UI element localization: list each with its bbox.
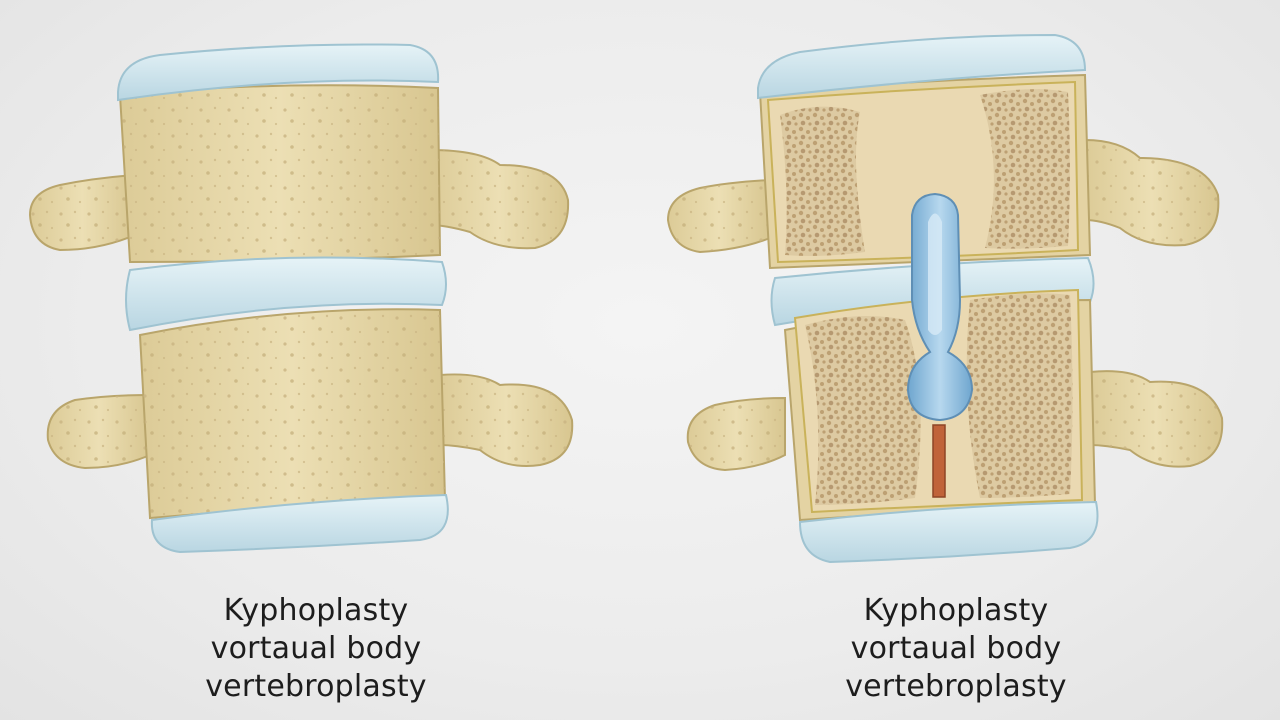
lower-right-process-right [1089, 370, 1224, 468]
left-caption-line-1: Kyphoplasty [223, 593, 409, 628]
right-vertebrae [666, 33, 1224, 564]
right-caption-line-3: vertebroplasty [845, 669, 1067, 704]
right-caption-line-1: Kyphoplasty [863, 593, 1049, 628]
lower-right-process [439, 373, 574, 467]
upper-left-process [28, 173, 136, 252]
lower-left-process [46, 393, 151, 470]
lower-cancellous-left [805, 316, 921, 505]
right-caption: Kyphoplasty vortaual body vertebroplasty [776, 592, 1136, 706]
lower-left-process-right [686, 396, 786, 472]
upper-right-process-right [1084, 138, 1220, 247]
upper-cancellous-right [980, 89, 1070, 249]
left-vertebrae [28, 43, 574, 554]
left-caption-line-3: vertebroplasty [205, 669, 427, 704]
upper-left-process-right [666, 178, 771, 254]
intervertebral-disc [125, 256, 447, 332]
cannula [932, 424, 946, 498]
upper-cancellous-left [780, 106, 865, 257]
upper-right-process [429, 148, 570, 250]
bottom-endplate-right [798, 500, 1099, 564]
upper-vertebral-body [118, 84, 442, 264]
right-caption-line-2: vortaual body [850, 631, 1062, 666]
top-endplate [117, 43, 440, 102]
bottom-endplate [150, 493, 449, 554]
lower-cancellous-right [966, 293, 1073, 498]
lower-vertebral-body [138, 308, 447, 520]
left-caption-line-2: vortaual body [210, 631, 422, 666]
left-caption: Kyphoplasty vortaual body vertebroplasty [136, 592, 496, 706]
kyphoplasty-balloon [906, 192, 974, 422]
top-endplate-right [757, 33, 1087, 100]
